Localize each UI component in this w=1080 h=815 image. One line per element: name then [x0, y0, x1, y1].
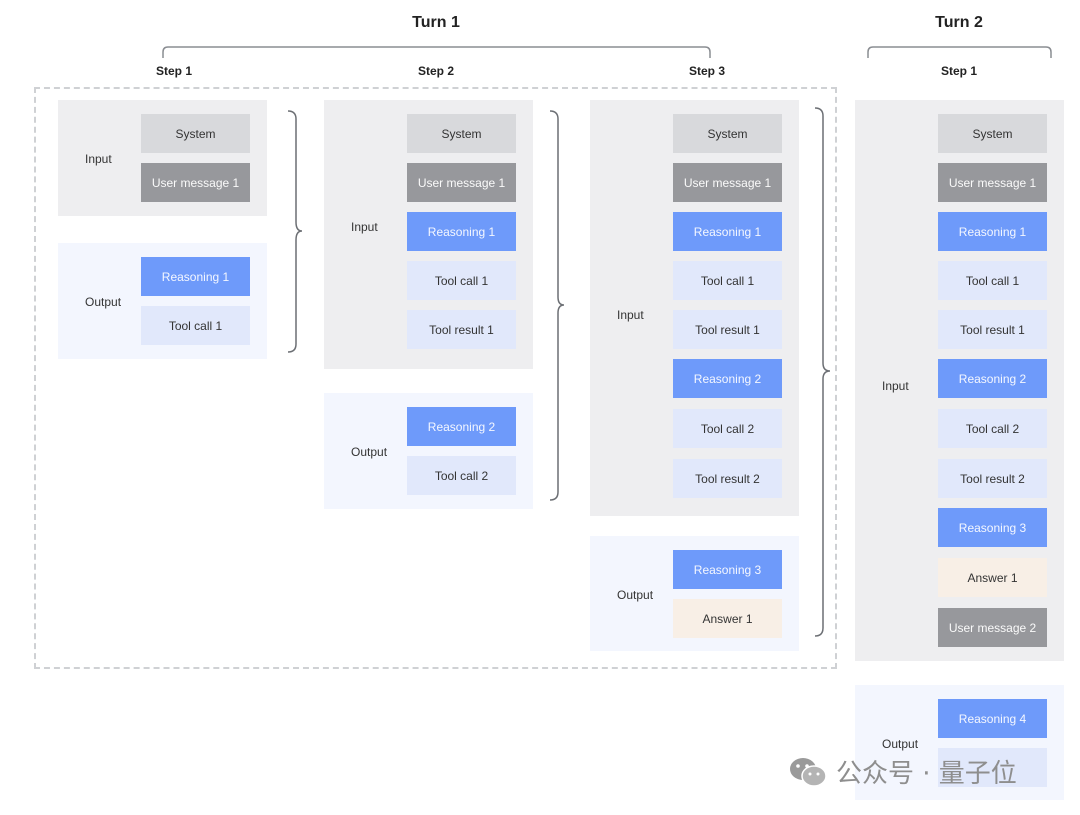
user-message-box: User message 1: [407, 163, 516, 202]
turn-1-brace: [162, 46, 711, 58]
output-label: Output: [85, 295, 122, 309]
watermark: 公众号 · 量子位: [788, 753, 1017, 790]
turn-1-container: [34, 87, 837, 669]
input-label: Input: [617, 308, 644, 322]
turn-1-step-1-title: Step 1: [155, 64, 192, 78]
answer-box: Answer 1: [673, 599, 782, 638]
output-label: Output: [351, 445, 388, 459]
tool-call-box: Tool call 2: [673, 409, 782, 448]
t1s3-output-panel: Output Reasoning 3 Answer 1: [590, 536, 799, 651]
system-box: System: [141, 114, 250, 153]
input-label: Input: [882, 379, 909, 393]
tool-call-box: Tool call 1: [673, 261, 782, 300]
t1s2-input-panel: Input System User message 1 Reasoning 1 …: [324, 100, 533, 369]
t2s1-output-panel: Output Reasoning 4: [855, 685, 1064, 800]
tool-result-box: Tool result 2: [673, 459, 782, 498]
reasoning-box: Reasoning 2: [673, 359, 782, 398]
answer-box: Answer 1: [938, 558, 1047, 597]
output-label: Output: [882, 737, 919, 751]
input-label: Input: [351, 220, 378, 234]
system-box: System: [407, 114, 516, 153]
turn-1-step-2-title: Step 2: [417, 64, 454, 78]
curly-brace-step-2: [549, 110, 565, 501]
wechat-icon: [790, 757, 827, 787]
input-label: Input: [85, 152, 112, 166]
reasoning-box: Reasoning 3: [673, 550, 782, 589]
user-message-box: User message 1: [673, 163, 782, 202]
user-message-box: User message 1: [141, 163, 250, 202]
turn-1-title: Turn 1: [412, 14, 460, 31]
placeholder-box: [938, 748, 1047, 787]
system-box: System: [673, 114, 782, 153]
turn-1-step-3-title: Step 3: [688, 64, 725, 78]
reasoning-box: Reasoning 3: [938, 508, 1047, 547]
tool-call-box: Tool call 1: [938, 261, 1047, 300]
t1s1-output-panel: Output Reasoning 1 Tool call 1: [58, 243, 267, 359]
user-message-box: User message 1: [938, 163, 1047, 202]
reasoning-box: Reasoning 2: [938, 359, 1047, 398]
reasoning-box: Reasoning 1: [407, 212, 516, 251]
t1s1-input-panel: Input System User message 1: [58, 100, 267, 216]
output-label: Output: [617, 588, 654, 602]
watermark-text: 公众号 · 量子位: [836, 759, 1017, 789]
curly-brace-step-3: [814, 107, 831, 637]
turn-2-step-1-title: Step 1: [940, 64, 977, 78]
reasoning-box: Reasoning 1: [141, 257, 250, 296]
tool-call-box: Tool call 2: [407, 456, 516, 495]
curly-brace-step-1: [287, 110, 303, 353]
t1s3-input-panel: Input System User message 1 Reasoning 1 …: [590, 100, 799, 516]
reasoning-box: Reasoning 2: [407, 407, 516, 446]
t2s1-input-panel: Input System User message 1 Reasoning 1 …: [855, 100, 1064, 661]
turn-2-brace: [867, 46, 1052, 58]
tool-call-box: Tool call 1: [407, 261, 516, 300]
tool-call-box: Tool call 1: [141, 306, 250, 345]
tool-call-box: Tool call 2: [938, 409, 1047, 448]
reasoning-box: Reasoning 1: [938, 212, 1047, 251]
tool-result-box: Tool result 1: [407, 310, 516, 349]
user-message-box: User message 2: [938, 608, 1047, 647]
tool-result-box: Tool result 1: [673, 310, 782, 349]
tool-result-box: Tool result 2: [938, 459, 1047, 498]
tool-result-box: Tool result 1: [938, 310, 1047, 349]
t1s2-output-panel: Output Reasoning 2 Tool call 2: [324, 393, 533, 509]
system-box: System: [938, 114, 1047, 153]
turn-2-title: Turn 2: [935, 14, 983, 31]
reasoning-box: Reasoning 1: [673, 212, 782, 251]
reasoning-box: Reasoning 4: [938, 699, 1047, 738]
